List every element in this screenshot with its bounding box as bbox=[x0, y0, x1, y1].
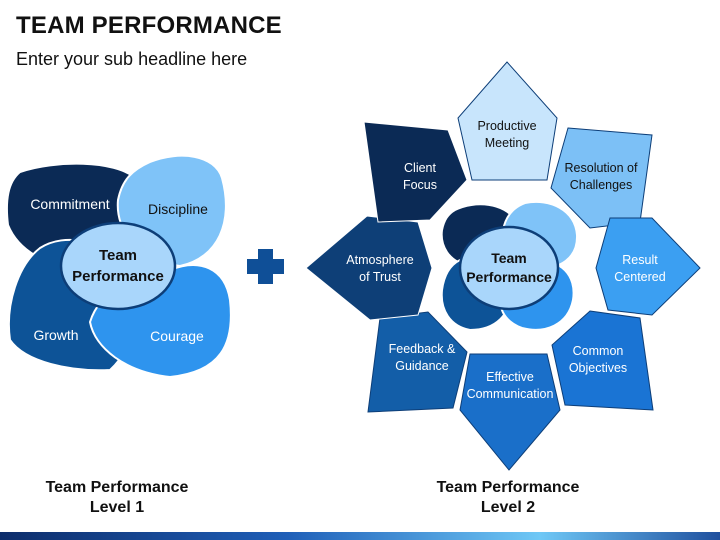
level2-petal-result-centered bbox=[595, 217, 701, 316]
level2-label-feedback-guidance-1: Feedback & bbox=[389, 342, 456, 356]
level2-label-effective-communication-2: Communication bbox=[467, 387, 554, 401]
level2-label-common-objectives-2: Objectives bbox=[569, 361, 627, 375]
level2-petal-client-focus bbox=[363, 121, 468, 223]
level1-caption-line1: Team Performance bbox=[45, 479, 189, 496]
level1-center-circle bbox=[59, 221, 177, 311]
level2-label-client-focus-1: Client bbox=[404, 161, 436, 175]
level2-label-resolution-1: Resolution of bbox=[565, 161, 638, 175]
level2-petal-atmosphere-trust bbox=[305, 215, 433, 321]
level2-center-label-line2: Performance bbox=[466, 269, 552, 285]
level1-center-label-line2: Performance bbox=[72, 268, 164, 285]
level2-label-result-centered-1: Result bbox=[622, 253, 658, 267]
page-title: TEAM PERFORMANCE bbox=[16, 12, 282, 39]
level2-caption-line1: Team Performance bbox=[436, 479, 580, 496]
level1-label-commitment: Commitment bbox=[30, 196, 109, 212]
level1-caption-line2: Level 1 bbox=[89, 499, 145, 516]
level2-petal-productive-meeting bbox=[457, 61, 558, 181]
level2-label-client-focus-2: Focus bbox=[403, 178, 437, 192]
level1-label-courage: Courage bbox=[150, 328, 204, 344]
level1-diagram: Commitment Discipline Growth Courage Tea… bbox=[5, 154, 232, 379]
level1-label-growth: Growth bbox=[33, 327, 78, 343]
level2-label-common-objectives-1: Common bbox=[573, 344, 624, 358]
level1-caption: Team Performance Level 1 bbox=[17, 478, 217, 518]
level2-label-feedback-guidance-2: Guidance bbox=[395, 359, 449, 373]
level2-label-resolution-2: Challenges bbox=[570, 178, 633, 192]
level2-center-label-line1: Team bbox=[491, 250, 527, 266]
level2-label-effective-communication-1: Effective bbox=[486, 370, 534, 384]
level2-petal-feedback-guidance bbox=[367, 311, 468, 413]
level2-label-result-centered-2: Centered bbox=[614, 270, 665, 284]
level2-caption-line2: Level 2 bbox=[480, 499, 536, 516]
level2-label-atmosphere-trust-2: of Trust bbox=[359, 270, 401, 284]
level2-petal-common-objectives bbox=[551, 310, 654, 411]
plus-icon bbox=[247, 249, 284, 284]
level1-label-discipline: Discipline bbox=[148, 201, 208, 217]
bottom-gradient-bar bbox=[0, 532, 720, 540]
level2-label-productive-meeting-1: Productive bbox=[477, 119, 536, 133]
level2-caption: Team Performance Level 2 bbox=[408, 478, 608, 518]
level1-center-label-line1: Team bbox=[99, 247, 137, 264]
page-subtitle: Enter your sub headline here bbox=[16, 49, 248, 69]
level2-petal-effective-communication bbox=[459, 353, 561, 471]
level2-center-circle bbox=[458, 225, 560, 311]
level2-label-productive-meeting-2: Meeting bbox=[485, 136, 530, 150]
level2-diagram: Team Performance Productive Meeting Reso… bbox=[305, 61, 701, 471]
level2-label-atmosphere-trust-1: Atmosphere bbox=[346, 253, 413, 267]
